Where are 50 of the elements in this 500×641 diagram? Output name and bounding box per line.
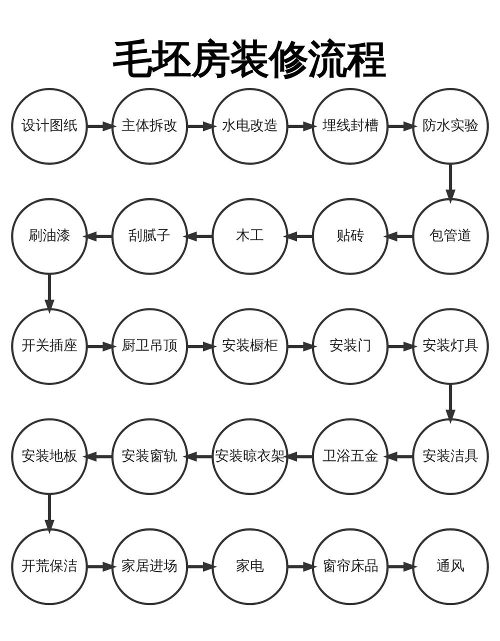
node-circle: 开荒保洁 [11, 528, 88, 605]
node-circle: 水电改造 [212, 87, 288, 164]
arrow [288, 561, 318, 572]
node-circle: 安装洁具 [412, 418, 489, 495]
arrow [282, 451, 313, 462]
arrow [87, 120, 117, 131]
node-circle: 家电 [212, 528, 288, 605]
arrow [187, 561, 218, 572]
arrow [87, 561, 117, 572]
arrow [388, 561, 418, 572]
arrow [388, 341, 418, 352]
node-circle: 埋线封槽 [312, 87, 389, 164]
diagram-title: 毛坯房装修流程 [112, 36, 386, 82]
node-circle: 设计图纸 [11, 87, 88, 164]
arrow [446, 384, 456, 424]
node-circle: 卫浴五金 [312, 418, 389, 495]
node-circle: 安装门 [312, 308, 389, 384]
arrow [187, 120, 218, 131]
node-circle: 厨卫吊顶 [111, 308, 188, 384]
node-circle: 安装窗轨 [111, 418, 188, 495]
arrow [44, 494, 54, 534]
arrow [288, 120, 318, 131]
node-circle: 家居进场 [111, 528, 188, 605]
node-circle: 开关插座 [11, 308, 88, 384]
arrow [44, 273, 54, 314]
node-circle: 防水实验 [412, 87, 489, 164]
node-circle: 安装橱柜 [212, 308, 288, 384]
node-circle: 窗帘床品 [312, 528, 389, 605]
arrow [383, 231, 413, 241]
node-circle: 贴砖 [312, 198, 389, 274]
node-circle: 安装地板 [11, 418, 88, 495]
arrow [182, 231, 212, 241]
node-circle: 刷油漆 [11, 198, 88, 274]
node-circle: 刮腻子 [111, 198, 188, 274]
arrow [87, 341, 117, 352]
arrow [388, 120, 418, 131]
arrow [383, 451, 413, 462]
arrow [282, 231, 313, 241]
node-circle: 安装晾衣架 [212, 418, 288, 495]
node-circle: 通风 [412, 528, 489, 605]
node-circle: 木工 [212, 198, 288, 274]
arrow [446, 163, 456, 204]
node-circle: 包管道 [412, 198, 489, 274]
node-circle: 主体拆改 [111, 87, 188, 164]
arrow [82, 231, 112, 241]
arrow [187, 341, 218, 352]
arrow [182, 451, 212, 462]
node-circle: 安装灯具 [412, 308, 489, 384]
arrow [288, 341, 318, 352]
arrow [82, 451, 112, 462]
